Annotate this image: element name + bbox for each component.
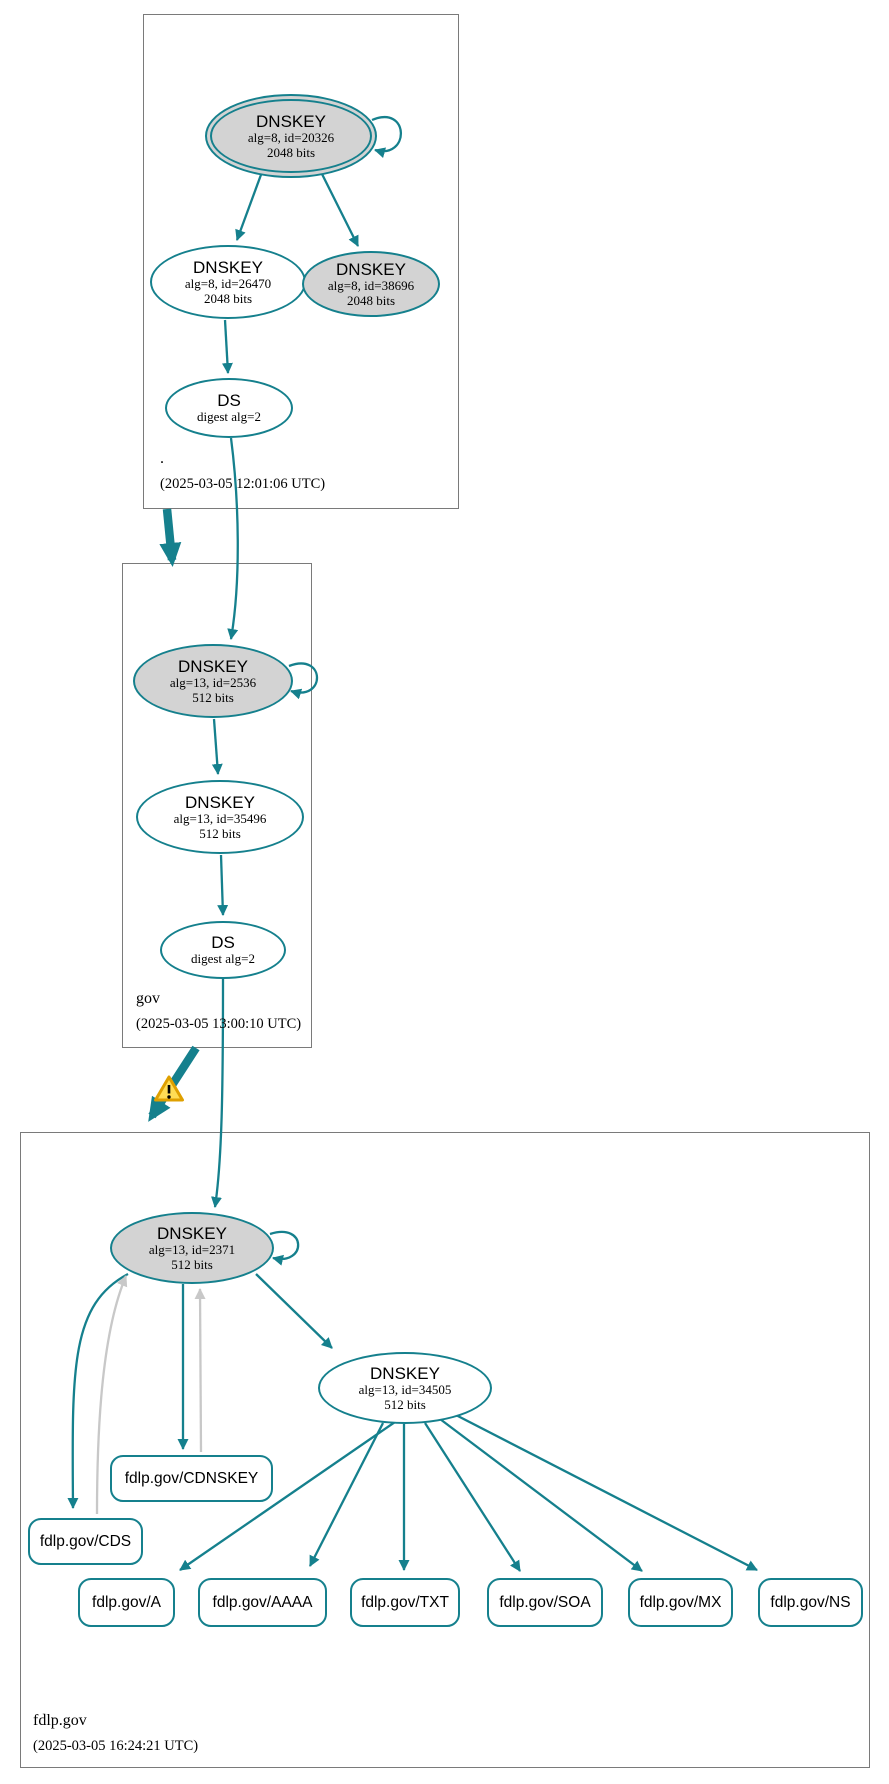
rrset-mx[interactable]: fdlp.gov/MX <box>628 1578 733 1627</box>
edge-fdlp-zsk-to-ns <box>451 1411 758 1572</box>
edge-gov-ds-to-fdlp-ksk <box>211 978 225 1208</box>
edge-fdlp-cdnskey-to-ksk-gray <box>194 1288 206 1453</box>
node-detail: alg=8, id=38696 <box>327 277 415 293</box>
rrset-soa[interactable]: fdlp.gov/SOA <box>487 1578 603 1627</box>
node-detail: alg=13, id=2536 <box>169 674 257 690</box>
dnskey-node-root-38696[interactable]: DNSKEY alg=8, id=38696 2048 bits <box>302 251 440 317</box>
rrset-label: fdlp.gov/SOA <box>499 1593 591 1611</box>
node-bits: 2048 bits <box>346 292 396 308</box>
edge-fdlp-ksk-to-zsk <box>255 1273 333 1349</box>
rrset-cds[interactable]: fdlp.gov/CDS <box>28 1518 143 1565</box>
edge-root-ksk-to-key38696 <box>320 173 360 247</box>
dnskey-node-fdlp-ksk[interactable]: DNSKEY alg=13, id=2371 512 bits <box>110 1212 274 1284</box>
rrset-label: fdlp.gov/CDS <box>39 1532 132 1550</box>
node-detail: digest alg=2 <box>190 951 256 967</box>
node-title: DNSKEY <box>157 1223 227 1243</box>
rrset-label: fdlp.gov/A <box>92 1593 161 1611</box>
rrset-label: fdlp.gov/MX <box>639 1593 722 1611</box>
edge-root-ds-to-gov-ksk <box>227 437 239 640</box>
zone-timestamp-root: (2025-03-05 12:01:06 UTC) <box>160 476 326 492</box>
edge-gov-ksk-selfloop <box>288 662 319 700</box>
dnskey-node-root-zsk[interactable]: DNSKEY alg=8, id=26470 2048 bits <box>150 245 306 319</box>
node-bits: 512 bits <box>171 1256 213 1272</box>
dnskey-node-root-ksk[interactable]: DNSKEY alg=8, id=20326 2048 bits <box>205 94 377 178</box>
edge-gov-zsk-to-ds <box>217 854 229 916</box>
node-detail: alg=8, id=26470 <box>184 275 272 291</box>
node-detail: alg=13, id=2371 <box>148 1241 236 1257</box>
node-title: DNSKEY <box>370 1363 440 1383</box>
ds-node-gov[interactable]: DS digest alg=2 <box>160 921 286 979</box>
zone-box-fdlp-gov <box>20 1132 870 1768</box>
node-bits: 2048 bits <box>203 290 253 306</box>
rrset-label: fdlp.gov/CDNSKEY <box>124 1469 259 1487</box>
edge-fdlp-ksk-selfloop <box>269 1230 300 1266</box>
edge-delegation-root-to-gov <box>159 508 182 567</box>
edge-root-zsk-to-ds <box>221 319 233 374</box>
rrset-label: fdlp.gov/TXT <box>361 1593 449 1611</box>
dnskey-node-fdlp-zsk[interactable]: DNSKEY alg=13, id=34505 512 bits <box>318 1352 492 1424</box>
edge-fdlp-zsk-to-a <box>179 1421 396 1571</box>
rrset-a[interactable]: fdlp.gov/A <box>78 1578 175 1627</box>
zone-name-fdlp: fdlp.gov <box>33 1712 87 1729</box>
node-detail: alg=8, id=20326 <box>247 129 335 145</box>
zone-name-gov: gov <box>136 990 160 1007</box>
zone-box-gov <box>122 563 312 1048</box>
edge-gov-ksk-to-zsk <box>211 718 223 775</box>
node-detail: digest alg=2 <box>196 409 262 425</box>
ds-node-root[interactable]: DS digest alg=2 <box>165 378 293 438</box>
zone-timestamp-fdlp: (2025-03-05 16:24:21 UTC) <box>33 1738 199 1754</box>
node-bits: 2048 bits <box>266 144 316 160</box>
node-detail: alg=13, id=34505 <box>358 1381 452 1397</box>
node-title: DNSKEY <box>193 257 263 277</box>
node-title: DS <box>211 933 235 953</box>
edge-fdlp-zsk-to-aaaa <box>308 1422 385 1567</box>
node-detail: alg=13, id=35496 <box>173 810 267 826</box>
node-title: DNSKEY <box>185 792 255 812</box>
node-bits: 512 bits <box>192 689 234 705</box>
rrset-aaaa[interactable]: fdlp.gov/AAAA <box>198 1578 327 1627</box>
rrset-ns[interactable]: fdlp.gov/NS <box>758 1578 863 1627</box>
rrset-txt[interactable]: fdlp.gov/TXT <box>350 1578 460 1627</box>
node-bits: 512 bits <box>384 1396 426 1412</box>
rrset-label: fdlp.gov/NS <box>770 1593 851 1611</box>
dnskey-node-gov-zsk[interactable]: DNSKEY alg=13, id=35496 512 bits <box>136 780 304 854</box>
edge-root-ksk-selfloop <box>371 116 403 159</box>
node-title: DS <box>217 391 241 411</box>
zone-box-root <box>143 14 459 509</box>
zone-name-root: . <box>160 450 164 467</box>
zone-timestamp-gov: (2025-03-05 13:00:10 UTC) <box>136 1016 302 1032</box>
warning-icon[interactable] <box>154 1075 184 1102</box>
node-title: DNSKEY <box>178 656 248 676</box>
node-title: DNSKEY <box>256 111 326 131</box>
edge-fdlp-cds-to-ksk-gray <box>95 1275 128 1515</box>
edge-delegation-gov-to-fdlp <box>148 1045 200 1122</box>
node-bits: 512 bits <box>199 825 241 841</box>
edge-fdlp-ksk-to-cds <box>67 1272 129 1509</box>
rrset-label: fdlp.gov/AAAA <box>212 1593 313 1611</box>
dnskey-node-gov-ksk[interactable]: DNSKEY alg=13, id=2536 512 bits <box>133 644 293 718</box>
edge-root-ksk-to-zsk <box>235 171 264 241</box>
edge-fdlp-zsk-to-mx <box>439 1418 643 1572</box>
edge-fdlp-zsk-to-soa <box>424 1422 521 1572</box>
node-title: DNSKEY <box>336 259 406 279</box>
rrset-cdnskey[interactable]: fdlp.gov/CDNSKEY <box>110 1455 273 1502</box>
